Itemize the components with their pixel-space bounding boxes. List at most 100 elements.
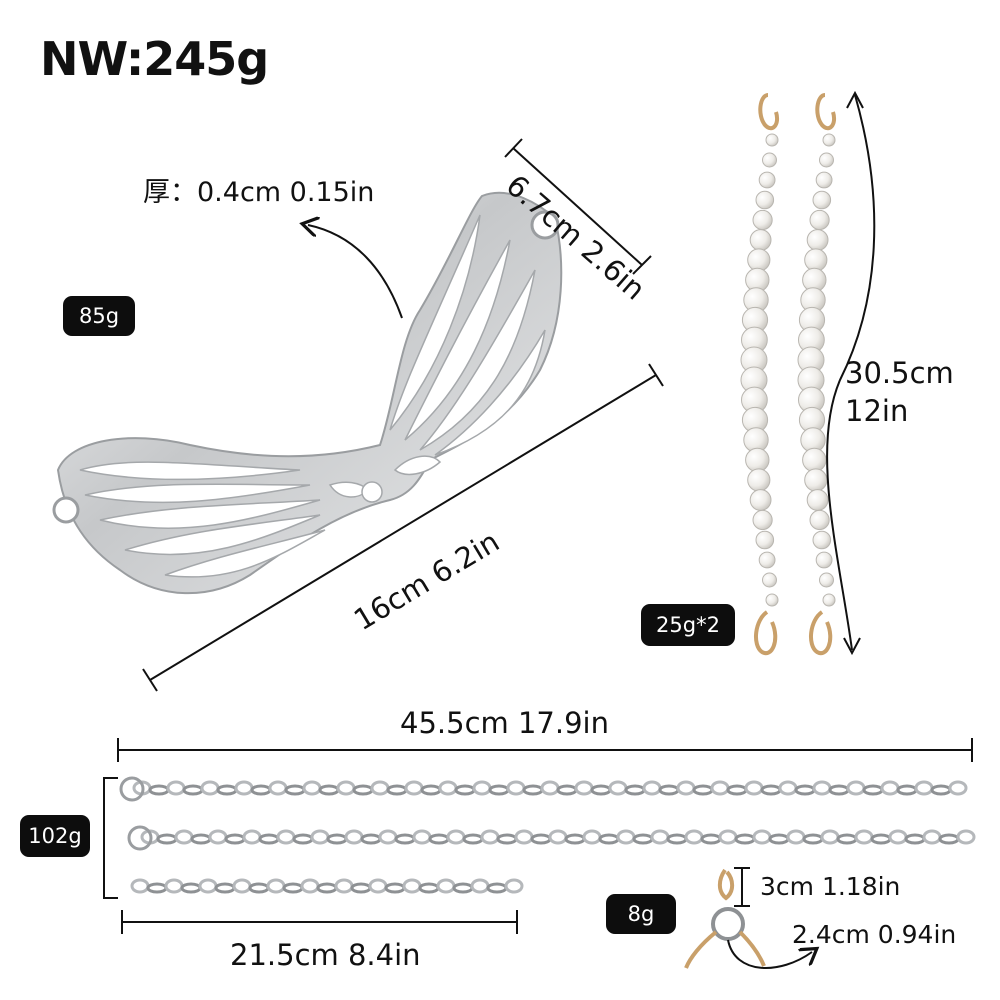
chain-link <box>734 833 756 845</box>
chain-link <box>496 833 518 845</box>
chain-link <box>676 780 696 796</box>
arrow-up-icon <box>846 90 864 109</box>
chain-link <box>402 878 422 894</box>
chain-link <box>344 829 364 845</box>
chain-link <box>166 780 186 796</box>
chain-link <box>190 833 212 845</box>
chain-link <box>174 829 194 845</box>
chain-link <box>452 882 474 894</box>
long-chain-label: 45.5cm 17.9in <box>400 706 609 740</box>
chain-link <box>684 829 704 845</box>
chain-link <box>794 784 816 796</box>
chain-link <box>486 882 508 894</box>
wing-height-dimension <box>504 138 652 275</box>
chain-link <box>744 780 764 796</box>
short-chain-dimension <box>121 910 518 934</box>
chain-link <box>352 784 374 796</box>
chain-link <box>608 780 628 796</box>
chain-bracket <box>103 777 118 899</box>
chain-link <box>846 780 866 796</box>
chain-link <box>292 833 314 845</box>
chain-link <box>418 882 440 894</box>
long-chain-dimension <box>117 738 973 762</box>
chain-link <box>316 882 338 894</box>
pearl-bead <box>806 229 829 251</box>
chain-link <box>904 833 926 845</box>
chain-link <box>208 829 228 845</box>
pearl-bead <box>809 509 830 531</box>
pearl-bead <box>758 171 776 189</box>
wing-piece <box>52 191 563 595</box>
chain-link <box>540 780 560 796</box>
chain-link <box>548 829 568 845</box>
chain-link <box>522 784 544 796</box>
chain-link <box>198 878 218 894</box>
ring-size-label: 2.4cm 0.94in <box>792 920 957 949</box>
chain-link <box>504 878 524 894</box>
pearl-bead <box>758 551 776 569</box>
chain-link <box>710 780 730 796</box>
chain-link <box>216 784 238 796</box>
chain-link <box>514 829 534 845</box>
pearl-chain-clasps <box>754 93 836 656</box>
chain-link <box>454 784 476 796</box>
chain-link <box>590 784 612 796</box>
chain-link <box>530 833 552 845</box>
chain-link <box>854 829 874 845</box>
chain-link <box>436 878 456 894</box>
chain-link <box>180 882 202 894</box>
chain-link <box>164 878 184 894</box>
chain-link <box>700 833 722 845</box>
chain-link <box>760 784 782 796</box>
hook-ring-set <box>684 868 766 969</box>
hook-size-dimension <box>734 867 750 907</box>
chain-link <box>250 784 272 796</box>
chain-link <box>214 882 236 894</box>
chain-link <box>200 780 220 796</box>
chain-link <box>318 784 340 796</box>
chain-link <box>428 833 450 845</box>
chain-link <box>360 833 382 845</box>
net-weight-title: NW:245g <box>40 32 269 86</box>
hook-size-label: 3cm 1.18in <box>760 872 901 901</box>
chain-link <box>914 780 934 796</box>
pearl-bead <box>745 447 770 473</box>
chain-link <box>778 780 798 796</box>
chain-link <box>632 833 654 845</box>
pearl-chain-left <box>740 133 779 607</box>
chain-link <box>248 882 270 894</box>
chain-link <box>276 829 296 845</box>
chain-link <box>862 784 884 796</box>
chain-link <box>336 780 356 796</box>
chain-link <box>922 829 942 845</box>
chain-link <box>266 878 286 894</box>
pearl-bead <box>815 551 833 569</box>
chain-link <box>446 829 466 845</box>
chain-link <box>404 780 424 796</box>
pearl-bead <box>806 489 829 511</box>
chain-link <box>234 780 254 796</box>
chain-weight-badge: 102g <box>20 815 90 857</box>
pearl-bead <box>765 133 779 147</box>
pearl-length-cm: 30.5cm <box>845 356 954 390</box>
chain-link <box>820 829 840 845</box>
chain-link <box>564 833 586 845</box>
pearl-bead <box>802 447 827 473</box>
chain-link <box>812 780 832 796</box>
chain-link <box>386 784 408 796</box>
ring-size-arrow <box>727 939 812 969</box>
chain-link <box>130 878 150 894</box>
chain-link <box>326 833 348 845</box>
chain-link <box>718 829 738 845</box>
chain-link <box>310 829 330 845</box>
pearl-bead <box>755 530 775 550</box>
chain-link <box>438 780 458 796</box>
chain-link <box>836 833 858 845</box>
chain-link <box>598 833 620 845</box>
chain-link <box>384 882 406 894</box>
pearl-bead <box>812 190 832 210</box>
chain-link <box>666 833 688 845</box>
chain-link <box>146 882 168 894</box>
pearl-bead <box>747 468 771 492</box>
chain-link <box>302 780 322 796</box>
